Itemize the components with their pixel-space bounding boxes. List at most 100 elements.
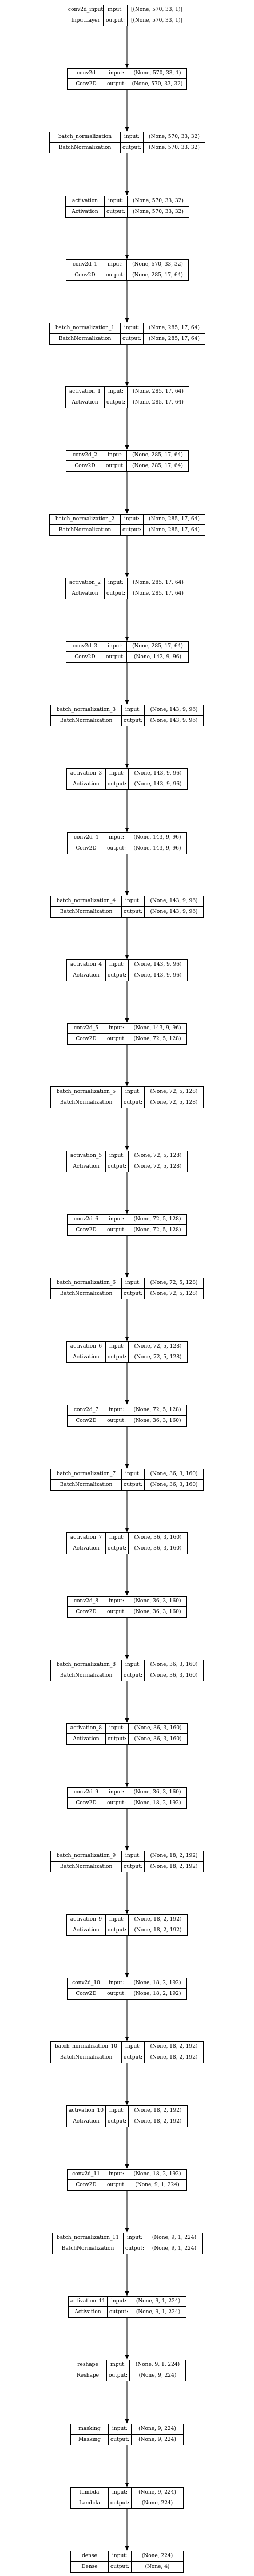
layer-name: activation_4: [67, 960, 106, 970]
input-label: input:: [105, 578, 128, 588]
output-shape: (None, 285, 17, 64): [149, 527, 200, 533]
arrow-head-icon: [125, 2419, 129, 2424]
layer-name: activation_10: [67, 2106, 106, 2116]
output-label: output:: [106, 2116, 129, 2127]
output-label: output:: [108, 2307, 130, 2317]
layer-type: BatchNormalization: [51, 1862, 122, 1872]
output-label: output:: [105, 1416, 128, 1426]
input-shape: (None, 9, 1, 224): [146, 2233, 202, 2243]
output-label: output:: [122, 907, 145, 917]
layer-name: conv2d: [68, 69, 105, 79]
input-label: input:: [105, 1024, 128, 1034]
input-shape: (None, 285, 17, 64): [127, 642, 188, 652]
output-shape: (None, 18, 2, 192): [150, 1863, 198, 1870]
layer-name: conv2d_3: [66, 642, 104, 652]
layer-name: batch_normalization: [50, 132, 121, 143]
layer-name: masking: [71, 2424, 109, 2435]
layer-name: batch_normalization_10: [51, 2042, 122, 2052]
arrow-head-icon: [125, 2483, 129, 2487]
layer-name: activation_7: [67, 1533, 106, 1543]
arrow-head-icon: [125, 64, 129, 68]
arrow-head-icon: [125, 1273, 129, 1278]
input-shape: (None, 36, 3, 160): [145, 1469, 203, 1480]
arrow-head-icon: [125, 1718, 129, 1723]
layer-name: conv2d_4: [68, 833, 105, 843]
input-shape: (None, 143, 9, 96): [128, 1024, 186, 1034]
input-label: input:: [105, 196, 128, 207]
output-label: output:: [105, 843, 128, 854]
arrow-head-icon: [125, 1082, 129, 1086]
input-shape: (None, 18, 2, 192): [128, 1978, 186, 1989]
input-shape: (None, 72, 5, 128): [145, 1087, 203, 1097]
layer-name: activation_3: [67, 769, 106, 779]
output-label: output:: [107, 2370, 130, 2381]
output-label: output:: [105, 588, 128, 599]
output-label: output:: [124, 2243, 146, 2254]
output-label: output:: [121, 334, 144, 344]
layer-name: activation: [66, 196, 105, 207]
output-shape: (None, 285, 17, 64): [132, 463, 183, 469]
input-shape: (None, 72, 5, 128): [128, 1215, 186, 1225]
output-shape: (None, 36, 3, 160): [134, 1736, 182, 1742]
layer-type: Reshape: [69, 2370, 107, 2381]
output-shape: (None, 143, 9, 96): [133, 845, 181, 851]
arrow-head-icon: [125, 2291, 129, 2296]
layer-name: batch_normalization_7: [51, 1469, 122, 1480]
layer-type: Activation: [67, 1161, 106, 1172]
layer-type: Conv2D: [68, 1225, 105, 1235]
input-label: input:: [105, 1597, 128, 1607]
input-shape: (None, 36, 3, 160): [128, 1788, 186, 1798]
arrow-head-icon: [125, 891, 129, 896]
input-label: input:: [105, 2170, 128, 2180]
layer-type: Activation: [67, 970, 106, 981]
input-label: input:: [105, 69, 128, 79]
layer-name: activation_6: [67, 1342, 106, 1352]
input-shape: (None, 285, 17, 64): [128, 387, 189, 397]
input-shape: (None, 18, 2, 192): [129, 2106, 187, 2116]
output-label: output:: [122, 1097, 145, 1108]
input-label: input:: [105, 1788, 128, 1798]
layer-name: batch_normalization_6: [51, 1278, 122, 1289]
output-shape: (None, 9, 1, 224): [152, 2245, 197, 2251]
input-label: input:: [104, 260, 127, 270]
arrow-head-icon: [125, 1910, 129, 1914]
layer-type: InputLayer: [68, 15, 104, 26]
layer-type: Activation: [67, 1543, 106, 1554]
input-shape: (None, 72, 5, 128): [145, 1278, 203, 1289]
output-label: output:: [104, 270, 127, 280]
input-shape: (None, 143, 9, 96): [145, 896, 203, 907]
layer-name: activation_2: [66, 578, 105, 588]
layer-name: conv2d_11: [68, 2170, 105, 2180]
output-shape: (None, 143, 9, 96): [134, 654, 181, 660]
input-label: input:: [104, 5, 128, 15]
input-shape: (None, 18, 2, 192): [128, 2170, 186, 2180]
input-shape: (None, 72, 5, 128): [128, 1405, 186, 1416]
input-label: input:: [122, 1660, 145, 1670]
input-label: input:: [122, 2042, 145, 2052]
output-label: output:: [121, 525, 144, 535]
layer-name: dense: [71, 2551, 109, 2562]
output-shape: (None, 285, 17, 64): [132, 272, 183, 278]
arrow-head-icon: [125, 1018, 129, 1023]
input-shape: (None, 570, 33, 32): [127, 260, 188, 270]
output-label: output:: [122, 1480, 145, 1490]
input-shape: (None, 285, 17, 64): [144, 515, 205, 525]
input-label: input:: [122, 896, 145, 907]
layer-name: lambda: [71, 2488, 109, 2498]
arrow-head-icon: [125, 1146, 129, 1151]
layer-type: Activation: [67, 1925, 106, 1935]
